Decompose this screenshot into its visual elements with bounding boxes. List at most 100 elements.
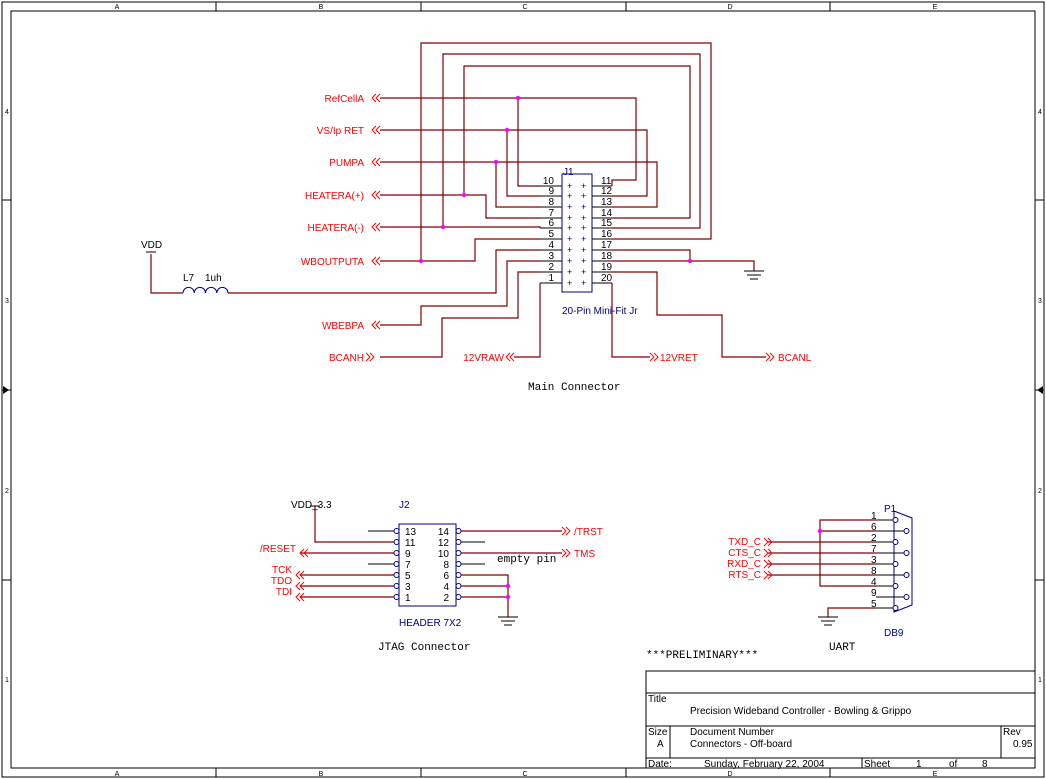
j1-ref: J1 [563, 167, 574, 178]
title-label: Title [648, 694, 667, 705]
svg-text:+: + [581, 214, 586, 224]
svg-text:+: + [581, 235, 586, 245]
svg-text:+: + [581, 224, 586, 234]
j2-pin-6: 6 [443, 571, 449, 582]
svg-text:+: + [567, 246, 572, 256]
net-bcanl: BCANL [778, 353, 812, 364]
sheet-total: 8 [982, 759, 988, 770]
j1-pin-10: 10 [543, 176, 555, 187]
net-wboutputa: WBOUTPUTA [301, 257, 364, 268]
j2-pin-5: 5 [405, 571, 411, 582]
svg-text:+: + [567, 214, 572, 224]
p1-ref: P1 [884, 504, 897, 515]
main-connector-title: Main Connector [528, 382, 620, 394]
svg-text:+: + [567, 279, 572, 289]
net-wbebpa: WBEBPA [322, 321, 364, 332]
net-heatera-plus: HEATERA(+) [305, 191, 364, 202]
row-label-left-4: 4 [5, 109, 9, 116]
col-label-bot-d: D [727, 771, 732, 778]
j1-pin-18: 18 [601, 251, 613, 262]
p1-pin-3: 3 [871, 555, 877, 566]
svg-text:+: + [581, 257, 586, 267]
col-label-bot-e: E [933, 771, 938, 778]
net-reset: /RESET [260, 544, 296, 555]
j1-pin-12: 12 [601, 186, 613, 197]
uart-ground-symbol [818, 616, 838, 626]
col-label-bot-b: B [319, 771, 324, 778]
p1-pin-7: 7 [871, 544, 877, 555]
col-label-top-d: D [727, 4, 732, 11]
inductor-value: 1uh [205, 273, 222, 284]
net-refcella: RefCellA [325, 94, 365, 105]
net-12vraw: 12VRAW [463, 353, 504, 364]
j1-pin-1: 1 [548, 273, 554, 284]
rev-value: 0.95 [1013, 739, 1033, 750]
drawing-title: Precision Wideband Controller - Bowling … [690, 706, 912, 717]
size-label: Size [648, 727, 668, 738]
jtag-title: JTAG Connector [378, 642, 470, 654]
main-ground-symbol [744, 270, 764, 280]
j1-pin-6: 6 [548, 218, 554, 229]
j1-contacts: ++ ++ ++ ++ ++ ++ ++ ++ ++ ++ [567, 182, 586, 289]
svg-text:+: + [581, 203, 586, 213]
main-junctions [418, 95, 693, 264]
j1-connector[interactable]: J1 20-Pin Mini-Fit Jr ++ ++ ++ ++ ++ ++ … [540, 167, 638, 317]
svg-text:+: + [567, 182, 572, 192]
net-rxd-c: RXD_C [727, 559, 761, 570]
row-label-left-1: 1 [5, 677, 9, 684]
inductor-l7[interactable]: L7 1uh [182, 273, 229, 294]
row-label-right-4: 4 [1038, 109, 1042, 116]
net-tdo: TDO [271, 576, 292, 587]
j2-pin-12: 12 [438, 538, 450, 549]
p1-pin-6: 6 [871, 522, 877, 533]
row-label-left-2: 2 [5, 488, 9, 495]
net-cts-c: CTS_C [728, 548, 761, 559]
col-label-top-a: A [115, 4, 120, 11]
net-rts-c: RTS_C [728, 570, 761, 581]
j1-pin-13: 13 [601, 197, 613, 208]
j2-pin-2: 2 [443, 593, 449, 604]
svg-text:+: + [567, 224, 572, 234]
j2-header[interactable]: J2 HEADER 7X2 13 11 9 7 5 [368, 500, 485, 629]
j2-pin-10: 10 [438, 549, 450, 560]
p1-pin-4: 4 [871, 577, 877, 588]
p1-db9[interactable]: P1 DB9 1 6 2 7 3 8 4 9 5 [871, 504, 913, 639]
j1-body [561, 173, 593, 293]
vdd-label: VDD [141, 240, 162, 251]
j2-pin-4: 4 [443, 582, 449, 593]
of-label: of [949, 759, 958, 770]
j2-pin-13: 13 [405, 527, 417, 538]
jtag-wires [300, 506, 562, 617]
j2-pin-9: 9 [405, 549, 411, 560]
j2-ref: J2 [399, 500, 410, 511]
db9-pin-circles [892, 517, 910, 611]
size-value: A [657, 739, 664, 750]
j1-pin-19: 19 [601, 262, 613, 273]
document-number: Connectors - Off-board [690, 739, 792, 750]
net-pumpa: PUMPA [329, 158, 364, 169]
jtag-junctions [505, 583, 511, 600]
uart-wires [768, 519, 876, 617]
j1-pin-11: 11 [601, 176, 612, 187]
svg-text:+: + [581, 246, 586, 256]
j1-pin-17: 17 [601, 240, 613, 251]
document-number-label: Document Number [690, 727, 775, 738]
j1-pin-3: 3 [548, 251, 554, 262]
main-offpage-arrows [365, 93, 775, 362]
rev-label: Rev [1003, 727, 1021, 738]
j2-pin-7: 7 [405, 560, 411, 571]
vdd-symbol: VDD [141, 240, 162, 253]
j2-pin-14: 14 [438, 527, 450, 538]
p1-pin-5: 5 [871, 599, 877, 610]
net-tms: TMS [574, 549, 595, 560]
j1-pin-16: 16 [601, 229, 613, 240]
j1-pin-4: 4 [548, 240, 554, 251]
svg-text:+: + [581, 182, 586, 192]
vdd33-label: VDD_3.3 [291, 500, 332, 511]
row-label-right-3: 3 [1038, 298, 1042, 305]
net-tdi: TDI [276, 587, 292, 598]
col-label-top-c: C [522, 4, 527, 11]
j2-pin-3: 3 [405, 582, 411, 593]
